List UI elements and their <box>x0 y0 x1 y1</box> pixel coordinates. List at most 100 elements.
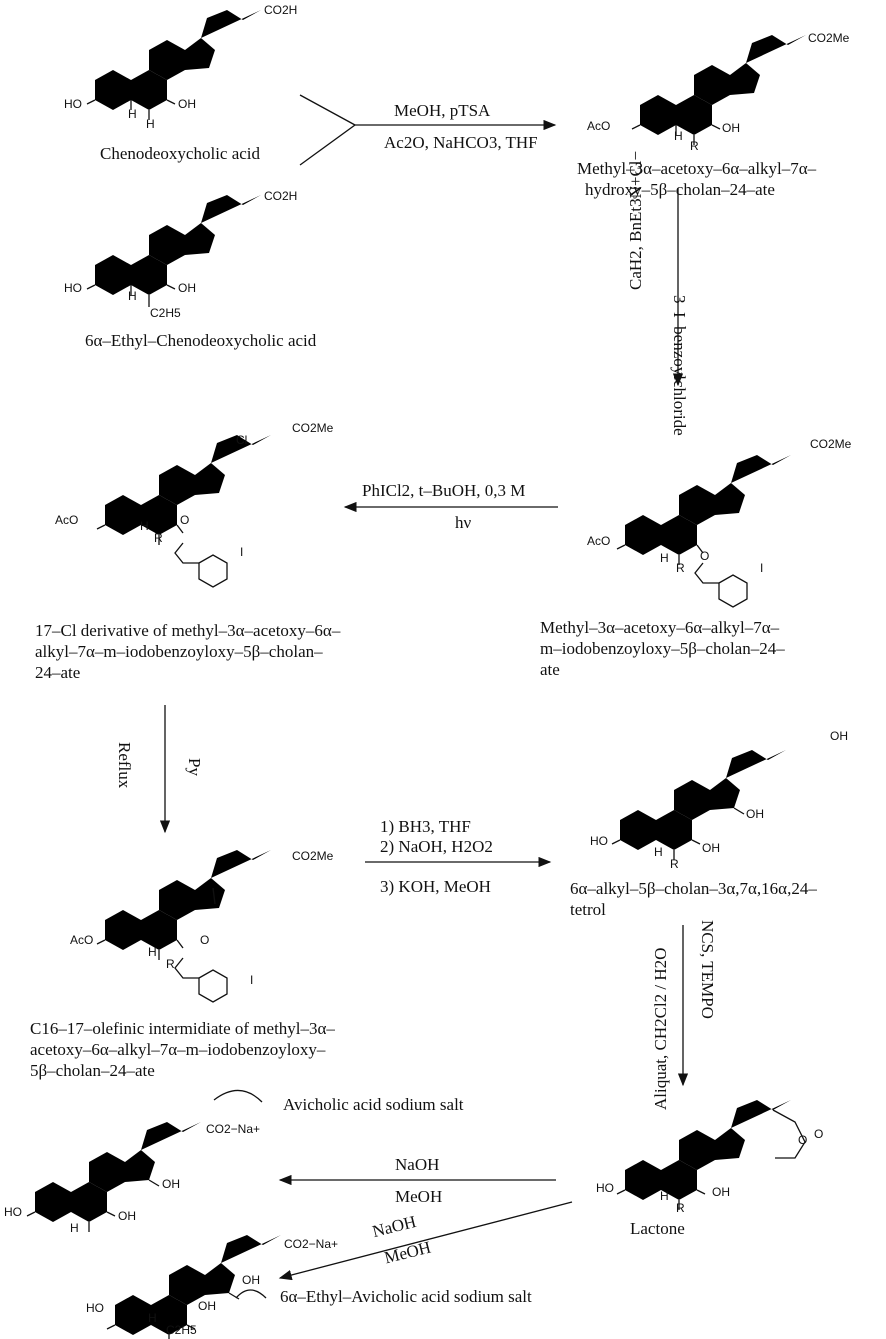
olefin-r: R <box>166 957 175 971</box>
ethyl-cdca-name: 6α–Ethyl–Chenodeoxycholic acid <box>85 331 317 350</box>
avicholic-name: Avicholic acid sodium salt <box>283 1095 464 1114</box>
chloro-structure <box>96 427 271 588</box>
ethyl-avicholic-curved-arrow <box>235 1289 267 1299</box>
chloro-name-1: 17–Cl derivative of methyl–3α–acetoxy–6α… <box>35 621 341 640</box>
tetrol-oh7: OH <box>702 841 720 855</box>
reagent-step7-top: NaOH <box>395 1155 440 1174</box>
avicholic-structure <box>26 1114 201 1232</box>
methyl-ester-co2me: CO2Me <box>808 31 850 45</box>
lactone-name: Lactone <box>630 1219 685 1238</box>
chloro-aco: AcO <box>55 513 78 527</box>
ethyl-cdca-h: H <box>128 289 137 303</box>
benzoyl-h: H <box>660 551 669 565</box>
ethyl-avicholic-structure <box>106 1227 281 1339</box>
ethyl-cdca-structure <box>86 187 261 307</box>
tetrol-h: H <box>654 845 663 859</box>
cdca-ho: HO <box>64 97 82 111</box>
methyl-ester-h: H <box>674 129 683 143</box>
olefin-name-3: 5β–cholan–24–ate <box>30 1061 155 1080</box>
reagent-step3-top: PhICl2, t–BuOH, 0,3 M <box>362 481 526 500</box>
ethyl-avicholic-ho: HO <box>86 1301 104 1315</box>
avicholic-h: H <box>70 1221 79 1235</box>
chloro-co2me: CO2Me <box>292 421 334 435</box>
lactone-oh: OH <box>712 1185 730 1199</box>
methyl-ester-r: R <box>690 139 699 153</box>
avicholic-oh16: OH <box>162 1177 180 1191</box>
cdca-oh: OH <box>178 97 196 111</box>
lactone-r: R <box>676 1201 685 1215</box>
ethyl-avicholic-h: H <box>148 1311 157 1325</box>
tetrol-ho: HO <box>590 834 608 848</box>
reagent-step1-top: MeOH, pTSA <box>394 101 491 120</box>
avicholic-oh7: OH <box>118 1209 136 1223</box>
chloro-h: H <box>140 519 149 533</box>
benzoyl-ester-name-1: Methyl–3α–acetoxy–6α–alkyl–7α– <box>540 618 780 637</box>
chloro-name-2: alkyl–7α–m–iodobenzoyloxy–5β–cholan– <box>35 642 323 661</box>
reagent-step3-bottom: hν <box>455 513 472 532</box>
tetrol-oh16: OH <box>746 807 764 821</box>
avicholic-co2na: CO2−Na+ <box>206 1122 260 1136</box>
olefin-aco: AcO <box>70 933 93 947</box>
benzoyl-aco: AcO <box>587 534 610 548</box>
ethyl-cdca-ho: HO <box>64 281 82 295</box>
olefin-name-2: acetoxy–6α–alkyl–7α–m–iodobenzoyloxy– <box>30 1040 326 1059</box>
reagent-step7-bottom: MeOH <box>395 1187 443 1206</box>
tetrol-oh24: OH <box>830 729 848 743</box>
benzoyl-i: I <box>760 561 763 575</box>
chloro-o: O <box>180 513 189 527</box>
ethyl-cdca-et: C2H5 <box>150 306 181 320</box>
tetrol-structure <box>611 742 786 860</box>
ethyl-cdca-co2h: CO2H <box>264 189 297 203</box>
avicholic-ho: HO <box>4 1205 22 1219</box>
chloro-name-3: 24–ate <box>35 663 81 682</box>
reagent-step6-b: NCS, TEMPO <box>698 920 717 1019</box>
reagent-step1-bottom: Ac2O, NaHCO3, THF <box>384 133 538 152</box>
lactone-h: H <box>660 1189 669 1203</box>
lactone-ho: HO <box>596 1181 614 1195</box>
chloro-r: R <box>154 531 163 545</box>
olefin-name-1: C16–17–olefinic intermidiate of methyl–3… <box>30 1019 335 1038</box>
methyl-ester-aco: AcO <box>587 119 610 133</box>
methyl-ester-name-2: hydroxy–5β–cholan–24–ate <box>585 180 775 199</box>
benzoyl-ester-name-3: ate <box>540 660 560 679</box>
olefin-co2me: CO2Me <box>292 849 334 863</box>
benzoyl-co2me: CO2Me <box>810 437 852 451</box>
reagent-step5-1: 1) BH3, THF <box>380 817 471 836</box>
benzoyl-ester-structure <box>616 447 791 608</box>
lactone-o-carbonyl: O <box>814 1127 823 1141</box>
reagent-step2-b: 3–I–benzoylchloride <box>670 295 689 436</box>
cdca-h5: H <box>128 107 137 121</box>
reagent-step4-a: Py <box>185 758 204 776</box>
methyl-ester-structure <box>631 27 806 145</box>
reagent-step6-a: Aliquat, CH2Cl2 / H2O <box>651 947 670 1110</box>
reagent-step4-b: Reflux <box>115 742 134 789</box>
ethyl-avicholic-et: C2H5 <box>166 1323 197 1337</box>
olefin-h: H <box>148 945 157 959</box>
ethyl-avicholic-oh7: OH <box>198 1299 216 1313</box>
chloro-cl: Cl <box>236 433 247 447</box>
chloro-i: I <box>240 545 243 559</box>
ethyl-avicholic-co2na: CO2−Na+ <box>284 1237 338 1251</box>
cdca-name: Chenodeoxycholic acid <box>100 144 261 163</box>
ethyl-avicholic-name: 6α–Ethyl–Avicholic acid sodium salt <box>280 1287 532 1306</box>
reagent-step2-a: CaH2, BnEt3N+Cl− <box>626 150 645 290</box>
ethyl-avicholic-oh16: OH <box>242 1273 260 1287</box>
cdca-structure <box>86 2 261 120</box>
methyl-ester-name-1: Methyl–3α–acetoxy–6α–alkyl–7α– <box>577 159 817 178</box>
reagent-step5-3: 3) KOH, MeOH <box>380 877 491 896</box>
tetrol-r: R <box>670 857 679 871</box>
methyl-ester-oh: OH <box>722 121 740 135</box>
cdca-h6: H <box>146 117 155 131</box>
cdca-co2h: CO2H <box>264 3 297 17</box>
lactone-structure <box>616 1092 806 1210</box>
olefin-structure <box>96 842 271 1003</box>
arrow-step1 <box>299 94 557 166</box>
tetrol-name-1: 6α–alkyl–5β–cholan–3α,7α,16α,24– <box>570 879 817 898</box>
arrow-step8 <box>278 1201 573 1281</box>
ethyl-cdca-oh: OH <box>178 281 196 295</box>
reagent-step5-2: 2) NaOH, H2O2 <box>380 837 493 856</box>
benzoyl-r: R <box>676 561 685 575</box>
lactone-o-ring: O <box>798 1133 807 1147</box>
avicholic-curved-arrow <box>213 1089 263 1103</box>
benzoyl-ester-name-2: m–iodobenzoyloxy–5β–cholan–24– <box>540 639 785 658</box>
